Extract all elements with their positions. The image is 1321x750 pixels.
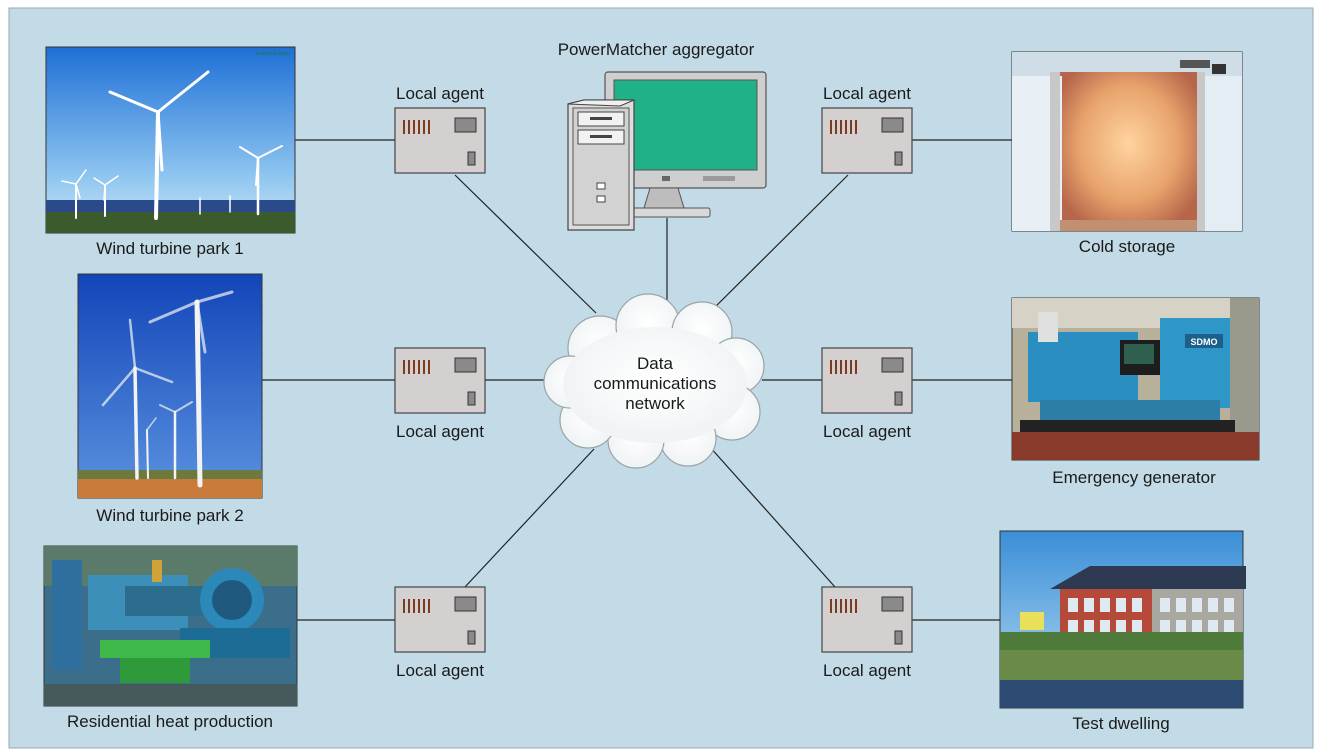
caption-cold-storage: Cold storage <box>1079 237 1175 256</box>
photo-test-dwelling <box>999 530 1246 709</box>
local-agent-box-top-right <box>821 107 913 174</box>
caption-wind-turbine-park-2: Wind turbine park 2 <box>96 506 243 525</box>
network-label-line-1: Data <box>637 354 673 373</box>
network-cloud: Data communications network <box>543 293 765 469</box>
connection-lines <box>262 139 1012 621</box>
caption-residential-heat-production: Residential heat production <box>67 712 273 731</box>
local-agent-box-bottom-left <box>394 586 486 653</box>
photo-wind-turbine-park-1: Essent Energie <box>45 46 296 234</box>
local-agent-label-bottom-left: Local agent <box>396 661 484 680</box>
caption-test-dwelling: Test dwelling <box>1072 714 1169 733</box>
aggregator-label: PowerMatcher aggregator <box>558 40 755 59</box>
local-agent-box-mid-left <box>394 347 486 414</box>
local-agent-box-mid-right <box>821 347 913 414</box>
local-agent-label-mid-left: Local agent <box>396 422 484 441</box>
link-agent-tr-network <box>704 174 849 318</box>
local-agent-label-top-right: Local agent <box>823 84 911 103</box>
link-agent-br-network <box>708 445 836 588</box>
link-agent-tl-network <box>454 174 597 314</box>
generator-logo-text: SDMO <box>1191 337 1218 347</box>
monitor-icon <box>604 71 767 218</box>
tower-icon <box>567 99 635 231</box>
photo-cold-storage <box>1011 51 1243 232</box>
photo-wind-turbine-park-2 <box>77 273 263 499</box>
network-label-line-2: communications <box>594 374 717 393</box>
aggregator-computer: PowerMatcher aggregator <box>558 40 767 231</box>
local-agent-label-top-left: Local agent <box>396 84 484 103</box>
local-agent-box-top-left <box>394 107 486 174</box>
link-agent-bl-network <box>464 448 595 588</box>
caption-emergency-generator: Emergency generator <box>1052 468 1216 487</box>
caption-wind-turbine-park-1: Wind turbine park 1 <box>96 239 243 258</box>
local-agent-label-bottom-right: Local agent <box>823 661 911 680</box>
photo-emergency-generator: SDMO <box>1011 297 1260 461</box>
photo-residential-heat-production <box>43 545 298 707</box>
local-agent-box-bottom-right <box>821 586 913 653</box>
local-agent-label-mid-right: Local agent <box>823 422 911 441</box>
network-label-line-3: network <box>625 394 685 413</box>
wind-park-1-logo-text: Essent Energie <box>256 51 290 57</box>
